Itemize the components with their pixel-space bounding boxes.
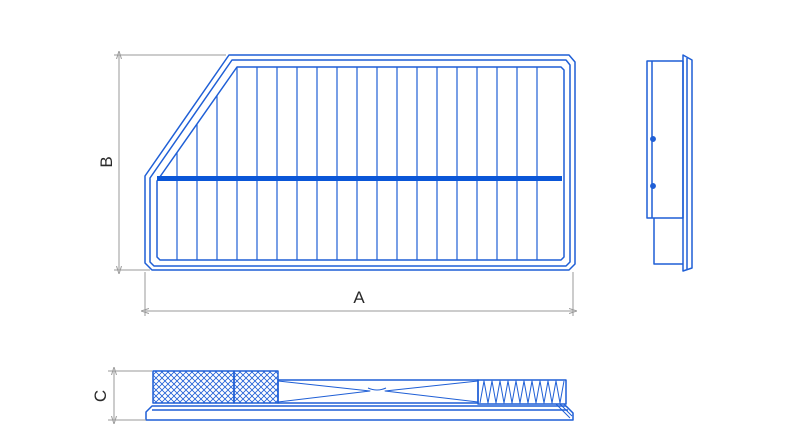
dimension-b: [114, 55, 226, 270]
dimension-a: [145, 272, 573, 316]
foam-pad-left: [152, 370, 235, 404]
bottom-view-base-plate: [145, 405, 574, 421]
front-view-outer-frame: [144, 54, 576, 271]
end-seal-hatch: [555, 403, 574, 419]
side-view-clip-upper: [650, 136, 656, 142]
side-view-flange: [682, 54, 693, 272]
center-media-section: [277, 379, 479, 404]
pleat-zigzag: [479, 380, 565, 404]
front-view-middle-frame: [149, 59, 571, 267]
dimension-a-label: A: [353, 288, 365, 307]
side-view: [646, 54, 693, 272]
center-media-marks: [367, 387, 387, 391]
center-media-cross: [277, 380, 479, 403]
dimension-c: [108, 371, 152, 420]
pleat-lines: [176, 67, 538, 260]
front-view: [144, 54, 576, 271]
foam-pad-right: [233, 370, 279, 404]
side-view-gasket: [653, 218, 683, 265]
dimension-b-label: B: [97, 156, 116, 167]
dimension-c-label: C: [91, 390, 110, 402]
side-view-clip-lower: [650, 183, 656, 189]
reinforcement-band: [157, 176, 562, 181]
front-view-inner-frame: [156, 66, 565, 261]
bottom-view: [145, 370, 574, 421]
pleat-block: [477, 379, 567, 405]
